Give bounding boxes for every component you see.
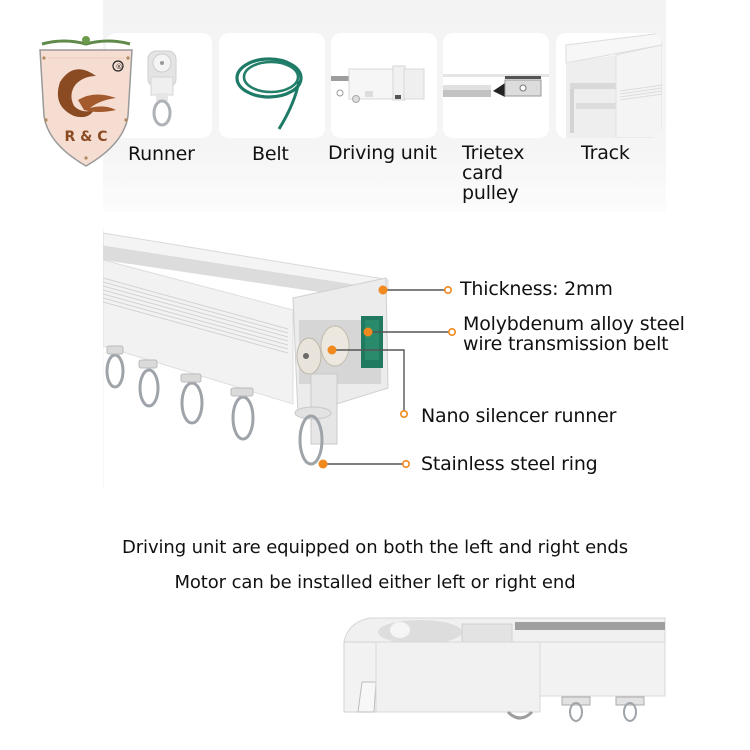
callout-belt-line2: wire transmission belt: [463, 333, 669, 355]
callout-belt: Molybdenum alloy steel wire transmission…: [463, 314, 685, 354]
driving-unit-label: Driving unit: [328, 142, 437, 164]
callout-runner: Nano silencer runner: [421, 405, 617, 427]
track-cross-section-illustration: [103, 228, 389, 488]
registered-mark: ®: [116, 63, 123, 71]
logo-text: R & C: [64, 129, 107, 145]
caption-driving-unit: Driving unit are equipped on both the le…: [122, 537, 628, 558]
card-pulley-label-line3: pulley: [462, 182, 519, 204]
callout-belt-line1: Molybdenum alloy steel: [463, 313, 685, 335]
driving-unit-card: [331, 33, 437, 138]
track-label: Track: [581, 142, 630, 164]
callout-ring: Stainless steel ring: [421, 453, 598, 475]
track-icon: [565, 33, 662, 138]
brand-logo: ® R & C: [34, 36, 138, 168]
track-card: [556, 33, 662, 138]
runner-icon: [147, 50, 177, 127]
card-pulley-label-line1: Trietex: [462, 142, 525, 164]
card-pulley-label-line2: card: [462, 162, 503, 184]
belt-icon: [235, 57, 303, 130]
card-pulley-icon: [443, 74, 549, 97]
runner-label: Runner: [128, 143, 195, 165]
card-pulley-label: Trietex card pulley: [462, 143, 524, 203]
belt-label: Belt: [252, 143, 289, 165]
callout-thickness: Thickness: 2mm: [460, 278, 613, 300]
caption-motor: Motor can be installed either left or ri…: [174, 572, 576, 593]
belt-card: [219, 33, 325, 138]
card-pulley-card: [443, 33, 549, 138]
driving-unit-icon: [331, 65, 425, 103]
driving-unit-end-illustration: [343, 617, 666, 722]
